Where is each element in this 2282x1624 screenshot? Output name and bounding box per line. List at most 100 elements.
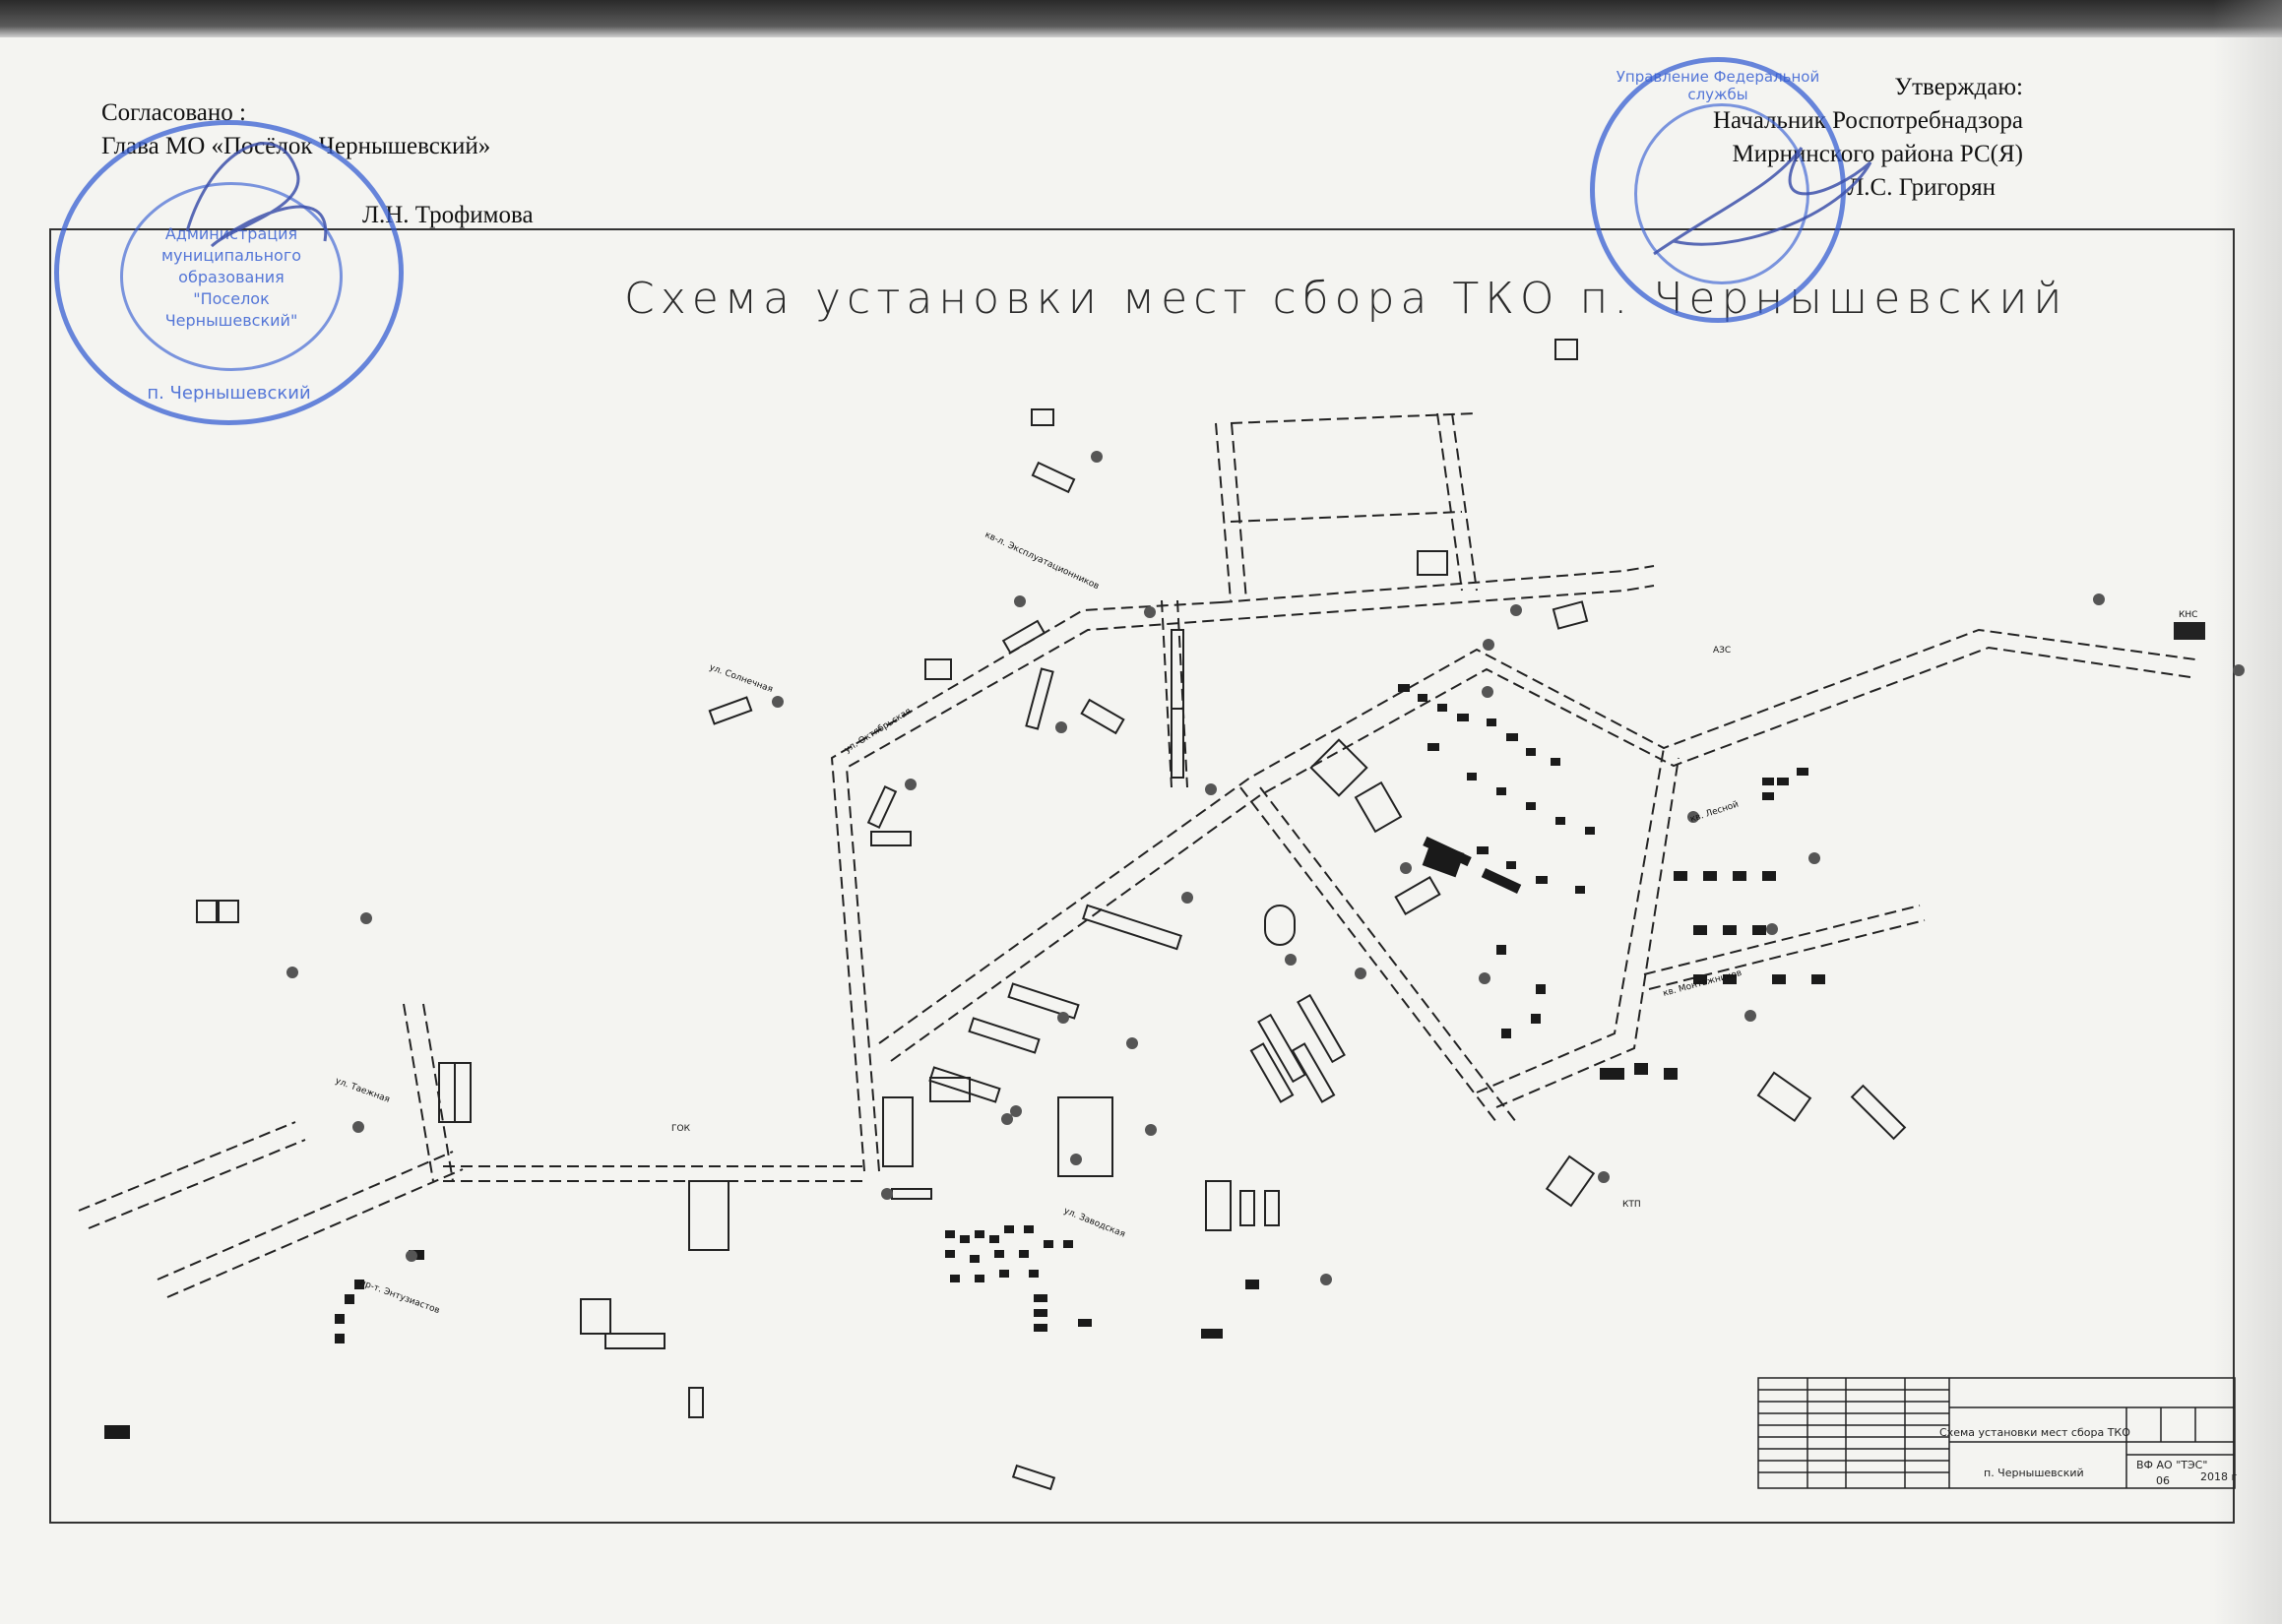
building: [1011, 1464, 1056, 1491]
building: [1031, 461, 1076, 494]
waste-site-marker: [881, 1188, 893, 1200]
approved-signature-name: Л.С. Григорян: [1847, 174, 1996, 201]
waste-site-marker: [1055, 721, 1067, 733]
building: [1080, 698, 1125, 735]
building: [1756, 1071, 1812, 1123]
waste-site-marker: [1744, 1010, 1756, 1022]
building: [1007, 982, 1080, 1020]
facility-label: ГОК: [671, 1124, 691, 1134]
waste-site-marker: [1181, 892, 1193, 904]
waste-site-marker: [1479, 972, 1490, 984]
road-taezhnaya-1: [403, 1003, 434, 1182]
road-north-block-2: [1231, 422, 1247, 601]
waste-site-marker: [1687, 811, 1699, 823]
waste-site-marker: [2233, 664, 2245, 676]
waste-site-marker: [1483, 639, 1494, 651]
building: [924, 658, 952, 680]
road-north-block-east-1: [1436, 412, 1463, 592]
road-montazhnikov-2: [1495, 757, 1680, 1108]
map-title: Схема установки мест сбора ТКО п. Черныш…: [624, 274, 2068, 324]
road-north-block-1: [1215, 422, 1232, 601]
facility-label: КНС: [2179, 610, 2197, 620]
title-block-frame: [1757, 1377, 2236, 1489]
title-block-organization: ВФ АО "ТЭС": [2136, 1459, 2208, 1471]
title-block-locality: п. Чернышевский: [1984, 1467, 2084, 1479]
waste-site-marker: [1766, 923, 1778, 935]
waste-site-marker: [406, 1250, 417, 1262]
building-outlines: [196, 339, 1907, 1491]
waste-site-marker: [772, 696, 784, 708]
building: [1291, 1042, 1336, 1103]
seal-rospotrebnadzor-ring-text: Управление Федеральной службы: [1616, 68, 1820, 103]
seal-municipality-inner-ring: [120, 182, 343, 371]
title-block-year: 2018 г: [2200, 1470, 2238, 1483]
waste-site-marker: [2093, 593, 2105, 605]
scan-shadow-right: [2213, 0, 2282, 1624]
building: [708, 696, 753, 725]
road-north-east-2: [1220, 585, 1655, 621]
building: [1552, 600, 1589, 630]
drawing-sheet-frame: [49, 228, 2235, 1524]
approved-label: Утверждаю:: [1894, 74, 2023, 100]
building: [454, 1062, 472, 1123]
signature-trofimova: [185, 142, 328, 248]
road-north-block-mid: [1230, 511, 1463, 523]
road-east-branch-1: [1643, 905, 1921, 975]
building: [968, 1017, 1041, 1054]
building: [1554, 339, 1578, 360]
road-center-ns-1: [1161, 599, 1173, 788]
building: [1205, 1180, 1232, 1231]
road-west-1: [78, 1121, 296, 1212]
building: [1249, 1042, 1295, 1103]
title-block-month: 06: [2156, 1474, 2170, 1487]
building: [929, 1077, 971, 1102]
road-southwest-2: [166, 1168, 464, 1298]
building: [1082, 904, 1182, 951]
waste-site-marker: [1482, 686, 1493, 698]
facility-labels: АЗС КНС ГОК КТП: [671, 610, 2197, 1210]
building: [1257, 1013, 1306, 1084]
building: [1239, 1190, 1255, 1226]
seal-municipality-center-text: Администрация муниципального образования…: [160, 224, 302, 330]
seal-municipality-ring-text: п. Чернышевский: [147, 383, 311, 404]
road-east-branch-2: [1648, 919, 1926, 990]
building: [688, 1387, 704, 1418]
waste-site-marker: [1598, 1171, 1610, 1183]
waste-site-marker: [1320, 1274, 1332, 1285]
waste-site-marker: [352, 1121, 364, 1133]
seal-municipality: Администрация муниципального образования…: [54, 120, 404, 425]
road-north-block-top: [1230, 412, 1478, 424]
building: [882, 1096, 914, 1167]
building: [1025, 667, 1054, 730]
building: [1001, 619, 1046, 655]
building: [1297, 993, 1346, 1064]
waste-site-marker: [1285, 954, 1297, 966]
waste-site-marker: [1091, 451, 1103, 463]
waste-site-marker: [1400, 862, 1412, 874]
building: [1309, 738, 1368, 797]
building: [1417, 550, 1448, 576]
facility-label: АЗС: [1713, 646, 1731, 656]
building: [218, 900, 239, 923]
road-main-diagonal-1: [878, 628, 2196, 1044]
building: [604, 1333, 666, 1349]
waste-site-marker: [1057, 1012, 1069, 1024]
building: [870, 831, 912, 846]
building: [1354, 781, 1403, 834]
building: [1171, 708, 1184, 779]
waste-site-marker: [1126, 1037, 1138, 1049]
road-southwest-1: [157, 1151, 454, 1280]
title-block-project-name: Схема установки мест сбора ТКО: [1939, 1426, 2130, 1439]
building: [866, 785, 898, 829]
road-north-block-east-2: [1451, 412, 1478, 592]
waste-site-marker: [1145, 1124, 1157, 1136]
road-west-2: [88, 1139, 306, 1229]
waste-site-marker: [1014, 595, 1026, 607]
solid-buildings: [104, 622, 2205, 1439]
facility-label: КТП: [1622, 1200, 1641, 1210]
building: [1545, 1155, 1596, 1208]
waste-site-marker: [905, 779, 917, 790]
road-oktyabrskaya-2: [845, 619, 1222, 1172]
